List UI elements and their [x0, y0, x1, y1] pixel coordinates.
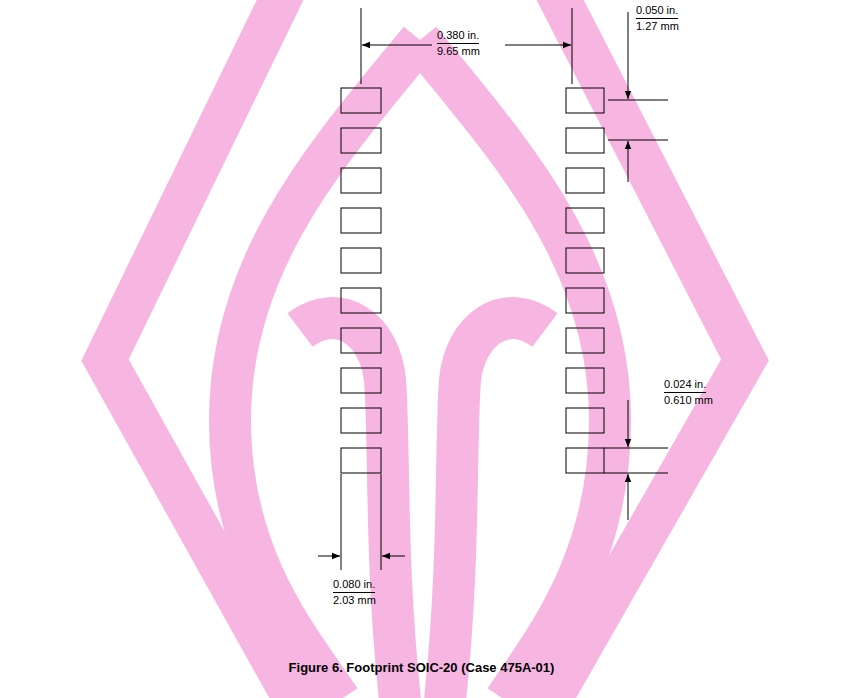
extension-line [608, 140, 668, 141]
dimension-label: 2.03 mm [333, 594, 376, 607]
watermark-band [230, 40, 420, 698]
solder-pad [566, 368, 604, 393]
solder-pad [341, 408, 381, 433]
dimension-label: 1.27 mm [636, 20, 679, 33]
dimension-label: 0.024 in. [664, 378, 706, 393]
dimension-wrap: 0.080 in. [333, 578, 375, 593]
dimension-label: 0.380 in. [437, 29, 479, 44]
figure-caption: Figure 6. Footprint SOIC-20 (Case 475A-0… [0, 660, 843, 675]
watermark-band [445, 318, 545, 698]
dimension-label: 0.050 in. [636, 4, 678, 19]
dimension-wrap: 0.380 in. [437, 29, 479, 44]
watermark-band [300, 318, 400, 698]
dimension-label: 9.65 mm [437, 45, 480, 58]
dimension-wrap: 0.050 in. [636, 4, 678, 19]
solder-pad [341, 328, 381, 353]
dimension-arrow [318, 556, 340, 557]
extension-line [341, 474, 342, 570]
solder-pad [341, 368, 381, 393]
watermark-band [420, 40, 610, 698]
solder-pad [566, 88, 604, 113]
dimension-wrap: 9.65 mm [437, 45, 480, 58]
solder-pad [566, 248, 604, 273]
dimension-wrap: 1.27 mm [636, 20, 679, 33]
dimension-arrow [628, 141, 629, 182]
dimension-label: 0.610 mm [664, 394, 713, 407]
solder-pad [566, 128, 604, 153]
dimension-arrow [628, 400, 629, 447]
solder-pad [341, 288, 381, 313]
dimension-arrow [505, 45, 571, 46]
extension-line [572, 8, 573, 84]
dimension-arrow [382, 556, 405, 557]
dimension-label: 0.080 in. [333, 578, 375, 593]
solder-pad [341, 168, 381, 193]
solder-pad [566, 208, 604, 233]
solder-pad [566, 168, 604, 193]
solder-pad [341, 128, 381, 153]
extension-line [381, 474, 382, 570]
solder-pad [341, 208, 381, 233]
extension-line [608, 100, 668, 101]
solder-pad [341, 88, 381, 113]
solder-pad [566, 448, 604, 473]
dimension-arrow [628, 474, 629, 520]
dimension-wrap: 2.03 mm [333, 594, 376, 607]
solder-pad [566, 328, 604, 353]
dimension-wrap: 0.610 mm [664, 394, 713, 407]
extension-line [604, 448, 668, 449]
solder-pad [566, 408, 604, 433]
dimension-arrow [362, 45, 432, 46]
solder-pad [566, 288, 604, 313]
extension-line [361, 8, 362, 84]
solder-pad [341, 248, 381, 273]
solder-pad [341, 448, 381, 473]
extension-line [604, 473, 668, 474]
dimension-wrap: 0.024 in. [664, 378, 706, 393]
dimension-arrow [628, 12, 629, 99]
